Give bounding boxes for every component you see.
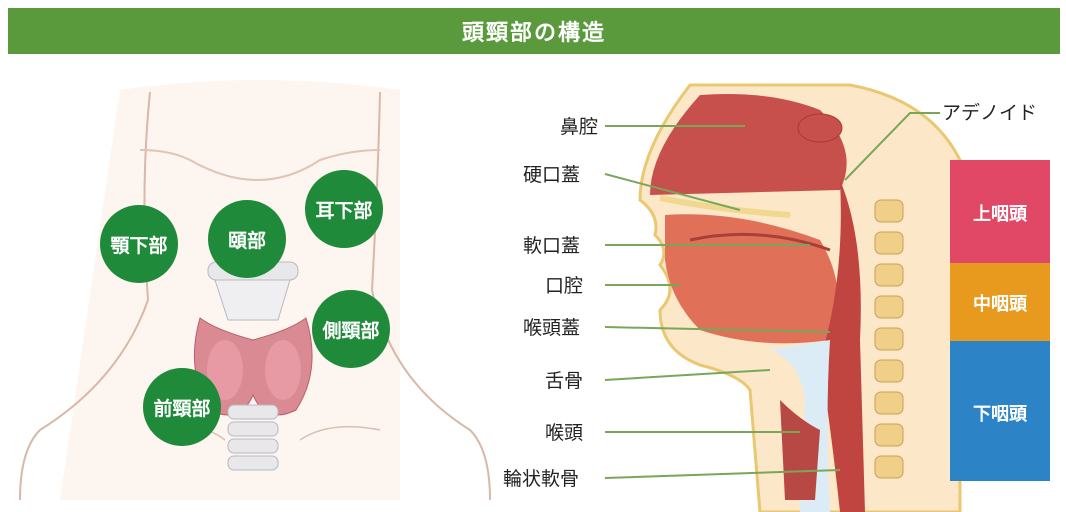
- label-soft-palate: 軟口蓋: [523, 231, 580, 258]
- label-larynx: 喉頭: [545, 418, 583, 445]
- lower-pharynx-label: 下咽頭: [950, 400, 1050, 426]
- label-cricoid-cartilage: 輪状軟骨: [503, 464, 579, 491]
- label-oral-cavity: 口腔: [545, 271, 583, 298]
- label-nasal-cavity: 鼻腔: [560, 112, 598, 139]
- label-hyoid: 舌骨: [545, 366, 583, 393]
- label-hard-palate: 硬口蓋: [523, 160, 580, 187]
- head-sagittal-illustration: [640, 85, 960, 512]
- submandibular-bubble: 顎下部: [100, 205, 178, 283]
- mental-bubble: 頤部: [208, 200, 286, 278]
- neck-front-illustration: [20, 80, 490, 500]
- parotid-bubble: 耳下部: [305, 170, 383, 248]
- upper-pharynx-label: 上咽頭: [950, 200, 1050, 226]
- anterior-neck-bubble: 前頸部: [143, 368, 221, 446]
- label-epiglottis: 喉頭蓋: [523, 313, 580, 340]
- label-adenoid: アデノイド: [942, 98, 1037, 125]
- middle-pharynx-label: 中咽頭: [950, 290, 1050, 316]
- lateral-neck-bubble: 側頸部: [312, 290, 390, 368]
